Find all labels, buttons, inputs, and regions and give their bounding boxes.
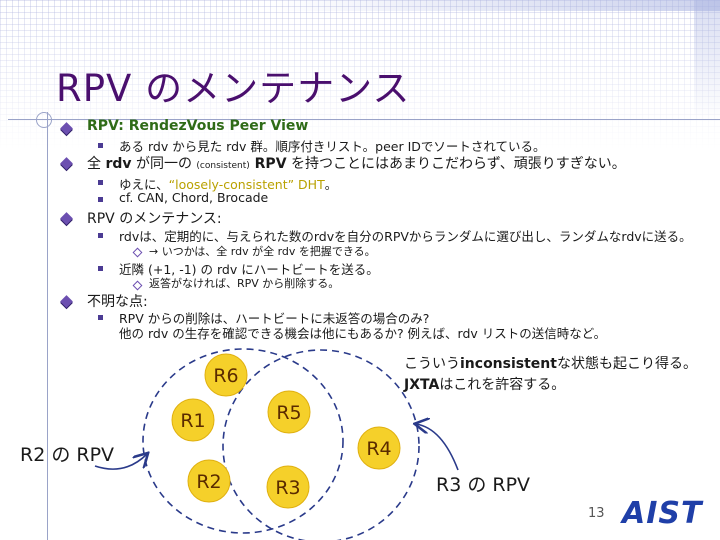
aist-logo: AIST [622, 496, 703, 531]
r2-rpv-circle [142, 348, 344, 534]
bullet-rpv-maintenance: RPV のメンテナンス: [87, 211, 222, 227]
inconsistent-note-line1: こういうinconsistentな状態も起こり得る。 [404, 353, 697, 373]
text-fragment: こういう [404, 356, 460, 372]
r2-rpv-caption: R2 の RPV [20, 444, 115, 466]
bullet-unknowns: 不明な点: [87, 294, 148, 310]
sub-bullet-text: cf. CAN, Chord, Brocade [119, 190, 269, 205]
right-accent-bar [694, 0, 720, 120]
inconsistent-note-line2: JXTAはこれを許容する。 [404, 374, 565, 394]
text-fragment: 全 [87, 156, 106, 172]
svg-text:R6: R6 [213, 365, 238, 387]
horizontal-rule [8, 119, 720, 120]
text-fragment-bold: rdv [105, 156, 132, 172]
loosely-consistent-dht-text: “loosely-consistent” DHT [168, 177, 325, 192]
r3-rpv-caption: R3 の RPV [436, 474, 531, 496]
svg-text:R1: R1 [180, 410, 205, 432]
sub-bullet-text: 近隣 (+1, -1) の rdv にハートビートを送る。 [119, 262, 379, 277]
node-r5: R5 [267, 390, 311, 434]
text-fragment: ゆえに、 [119, 177, 169, 192]
sub-bullet-square [98, 143, 103, 148]
text-fragment-bold: JXTA [404, 377, 440, 393]
rule-circle-ornament [36, 112, 52, 128]
sub-bullet-text-line1: RPV からの削除は、ハートビートに未返答の場合のみ? [119, 311, 430, 326]
text-fragment-bold: inconsistent [460, 356, 557, 372]
sub-bullet-text: ある rdv から見た rdv 群。順序付きリスト。peer IDでソートされて… [119, 139, 546, 154]
top-accent-bar [266, 0, 720, 11]
bullet-label: RPV: [87, 118, 129, 134]
rendezvous-peer-view-text: RendezVous Peer View [128, 118, 309, 134]
svg-text:R2: R2 [196, 471, 221, 493]
text-fragment: な状態も起こり得る。 [556, 356, 697, 372]
text-fragment: が同一の [131, 156, 197, 172]
sub-bullet-text: rdvは、定期的に、与えられた数のrdvを自分のRPVからランダムに選び出し、ラ… [119, 229, 692, 244]
slide-title: RPV のメンテナンス [56, 67, 411, 110]
header-grid-fade [0, 0, 720, 150]
text-fragment: を持つことにはあまりこだわらず、頑張りすぎない。 [286, 156, 626, 172]
node-r2: R2 [187, 459, 231, 503]
sub-bullet-text-line2: 他の rdv の生存を確認できる機会は他にもあるか? 例えば、rdv リストの送… [119, 326, 607, 341]
node-r6: R6 [204, 353, 248, 397]
bullet-rpv-definition: RPV: RendezVous Peer View [87, 118, 308, 134]
sub-bullet-square [98, 233, 103, 238]
sub-bullet-text: ゆえに、“loosely-consistent” DHT。 [119, 174, 337, 193]
svg-text:R3: R3 [275, 477, 300, 499]
svg-text:R5: R5 [276, 402, 301, 424]
sub-bullet-square [98, 315, 103, 320]
arrow-r3-rpv [416, 424, 459, 471]
sub-bullet-square [98, 266, 103, 271]
node-r1: R1 [171, 398, 215, 442]
sub-sub-bullet-text: 返答がなければ、RPV から削除する。 [149, 277, 340, 290]
sub-bullet-square [98, 197, 103, 202]
bullet-consistency: 全 rdv が同一の (consistent) RPV を持つことにはあまりこだ… [87, 153, 626, 173]
text-fragment: 。 [324, 177, 338, 192]
sub-bullet-square [98, 180, 103, 185]
svg-text:R4: R4 [366, 438, 391, 460]
page-number: 13 [588, 506, 605, 521]
vertical-rule [47, 112, 48, 540]
text-fragment: はこれを許容する。 [439, 377, 566, 393]
node-r3: R3 [266, 465, 310, 509]
text-fragment-bold: RPV [249, 156, 287, 172]
text-fragment-small: (consistent) [196, 161, 250, 171]
arrow-r2-rpv [94, 454, 147, 470]
sub-sub-bullet-text: → いつかは、全 rdv が全 rdv を把握できる。 [149, 245, 376, 258]
r3-rpv-circle [222, 349, 420, 540]
node-r4: R4 [357, 426, 401, 470]
